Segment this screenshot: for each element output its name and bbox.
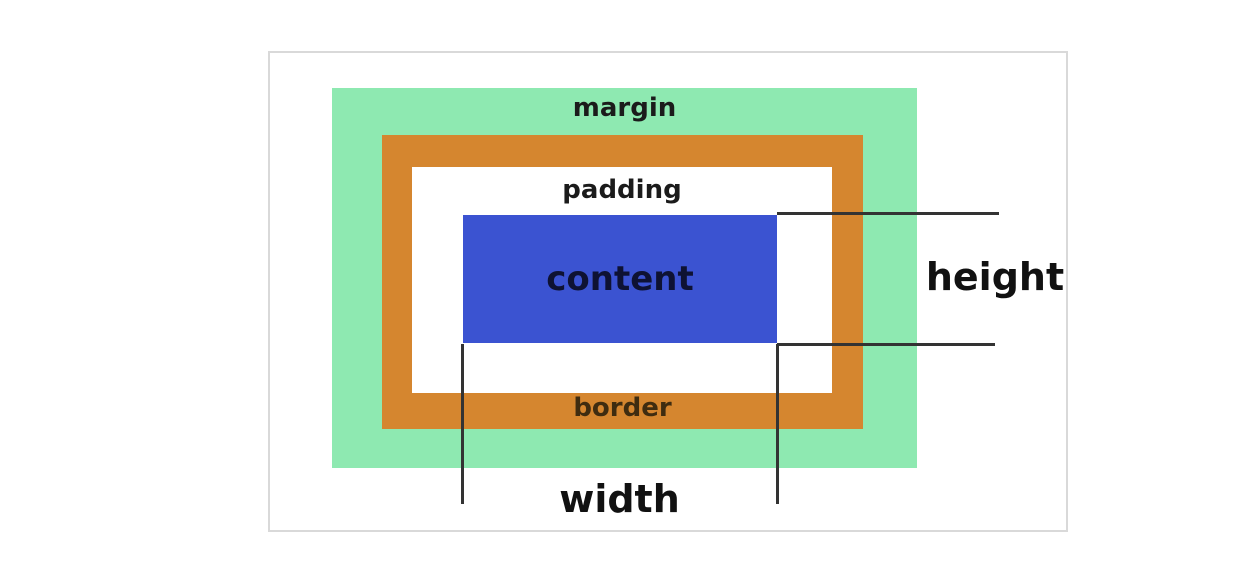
height-top-measure-line (777, 212, 999, 215)
content-label: content (546, 259, 694, 299)
width-right-measure-line (776, 344, 779, 504)
padding-label: padding (562, 175, 682, 205)
width-left-measure-line (461, 344, 464, 504)
height-bottom-measure-line (777, 343, 995, 346)
content-box: content (463, 215, 777, 343)
margin-label: margin (572, 93, 677, 123)
border-label: border (573, 393, 672, 423)
width-label: width (559, 477, 680, 521)
height-label: height (925, 255, 1065, 299)
